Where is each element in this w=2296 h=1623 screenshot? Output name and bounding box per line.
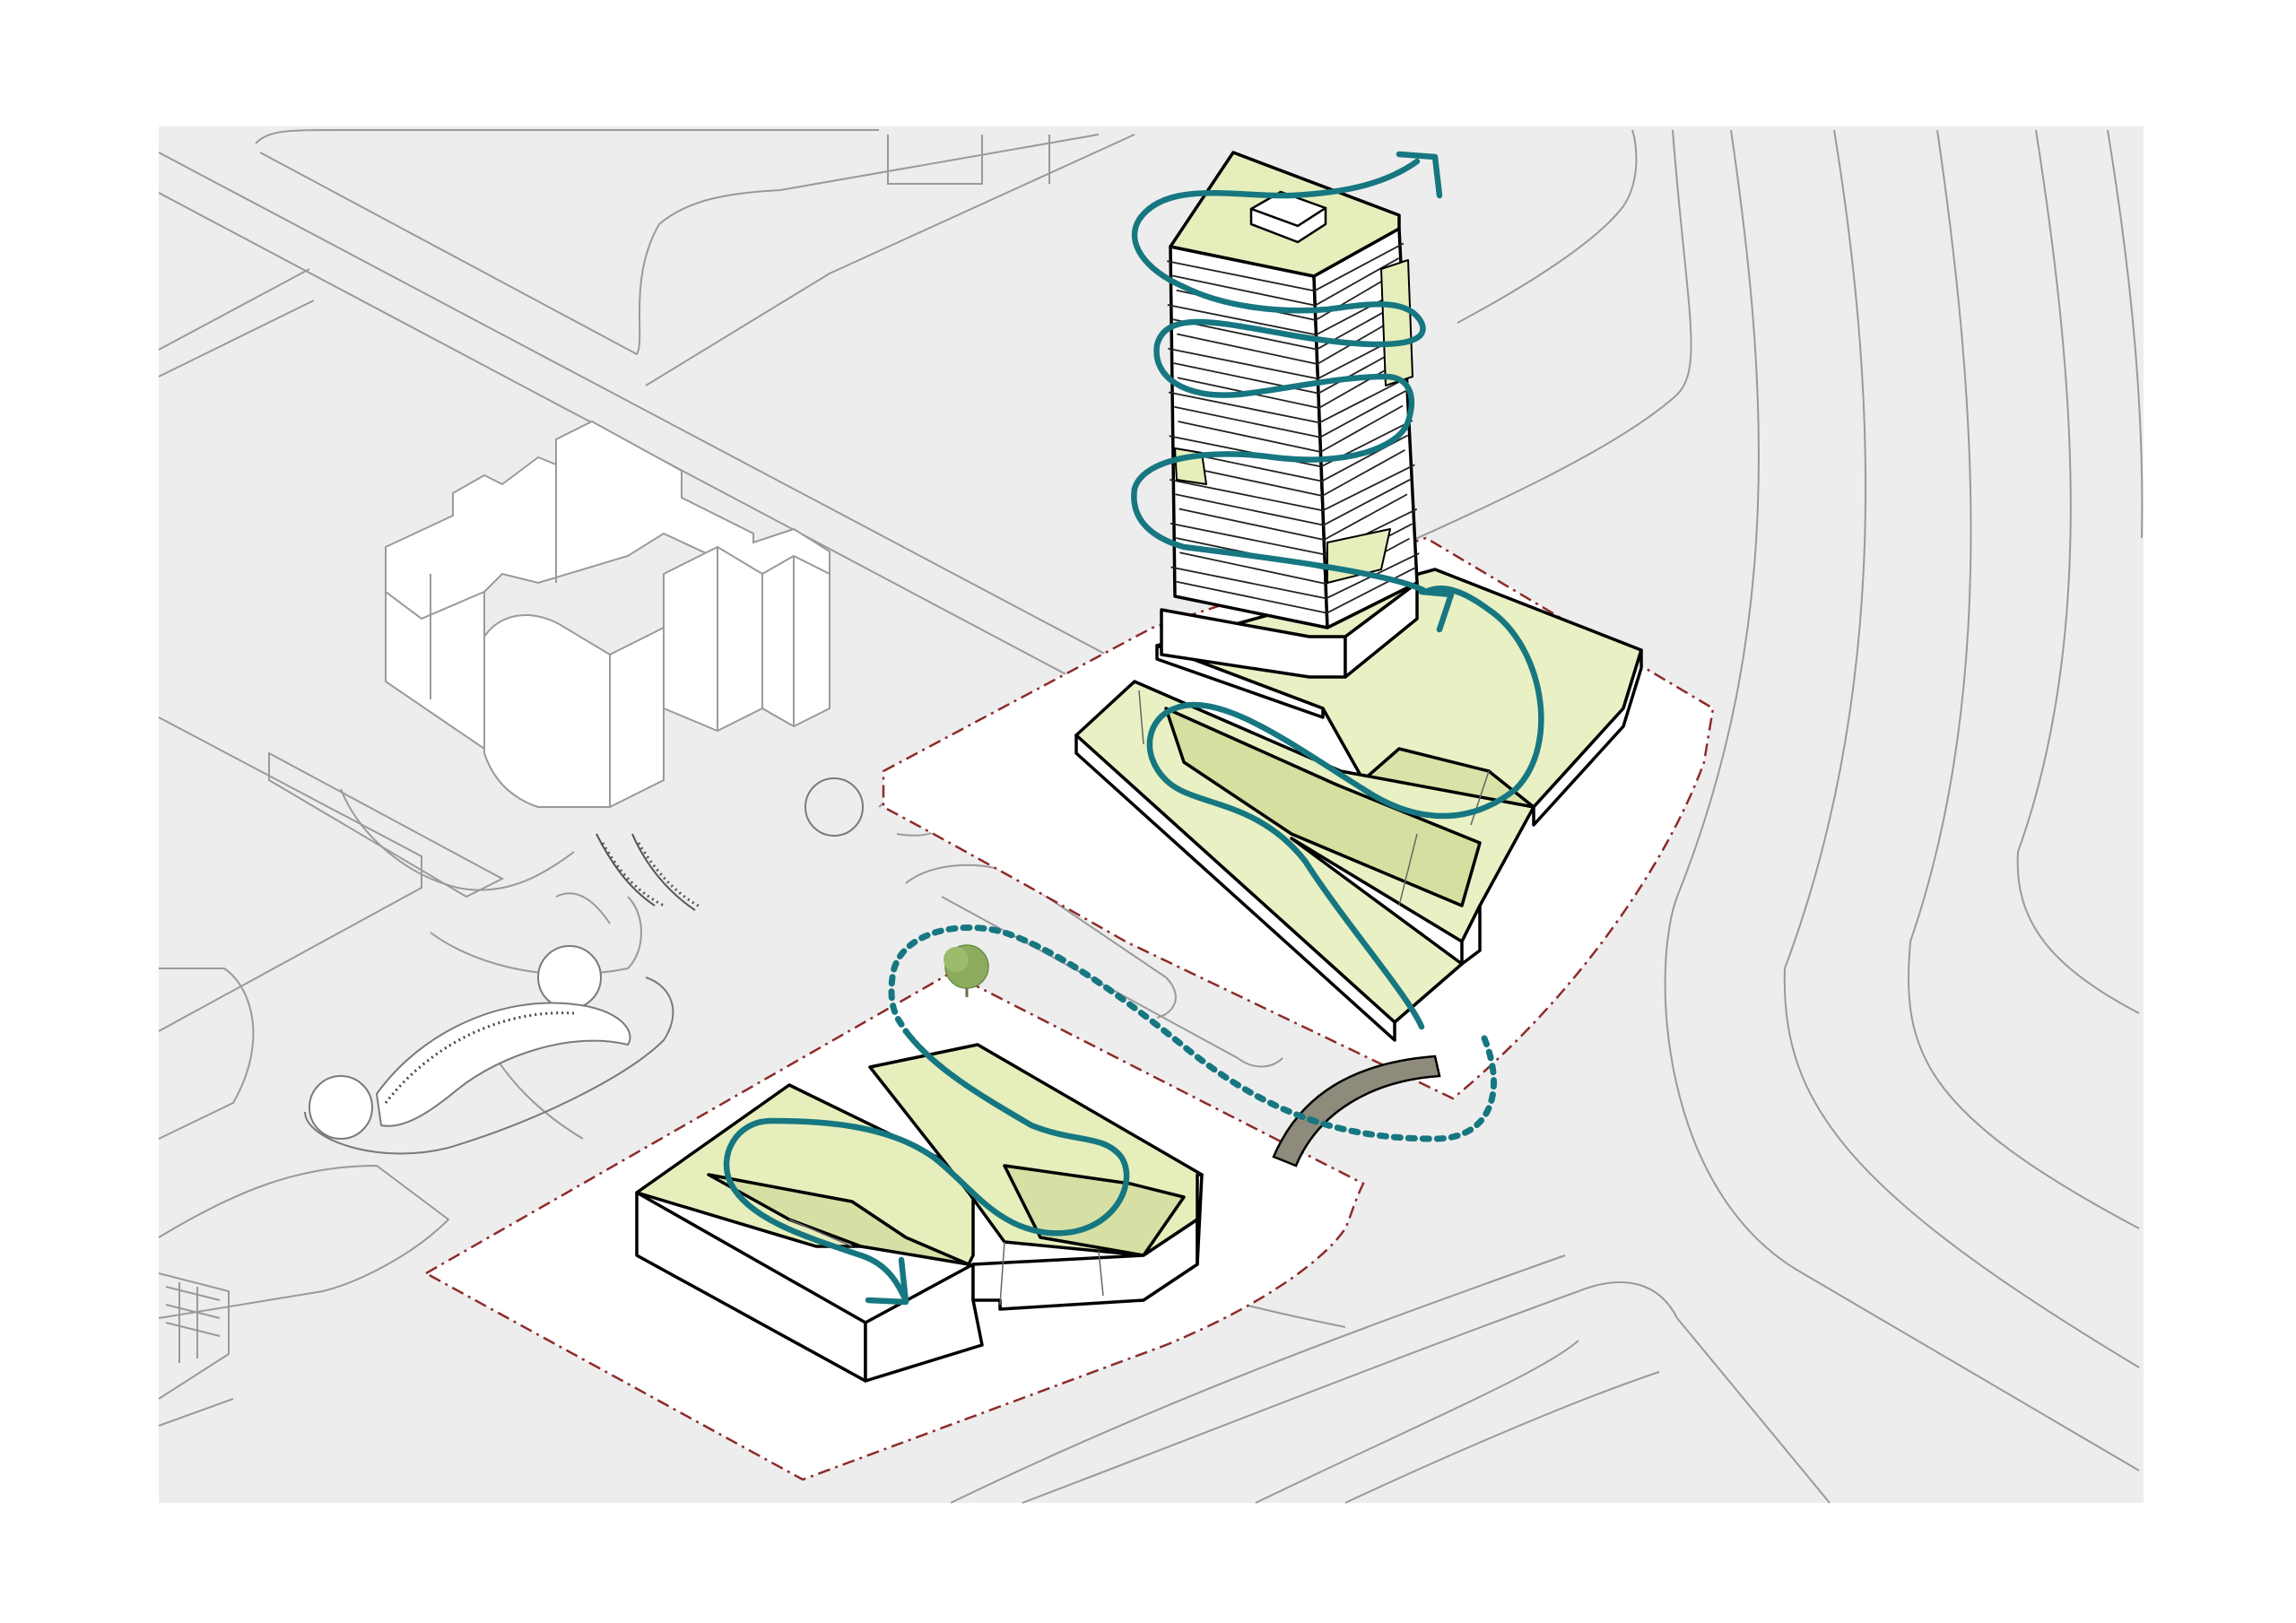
tower-floor-slab-line: [1174, 390, 1406, 438]
road-line: [1457, 129, 1638, 324]
plaza-feature: [304, 777, 864, 1155]
tower-floor-slab-line: [1172, 301, 1402, 351]
road-line: [950, 1254, 1566, 1504]
plaza-circle: [309, 1075, 373, 1140]
podium-arrowhead: [1418, 588, 1455, 633]
road-line: [158, 968, 255, 1140]
tower-floor-slab-line: [1167, 242, 1405, 292]
plaza-outline: [304, 976, 674, 1155]
road-line: [259, 134, 1100, 356]
road-line: [268, 751, 505, 898]
road-line: [1022, 1281, 1831, 1504]
podium-lower-face: [1074, 733, 1396, 1042]
road-line: [158, 268, 310, 351]
tower-floor-slab-line: [1175, 478, 1411, 526]
road-line: [645, 134, 1135, 386]
tower-floor-lines: [1167, 242, 1420, 614]
road-line: [1783, 129, 2140, 1368]
connection-loop: [888, 924, 1498, 1142]
existing-building-rotunda: [483, 614, 611, 808]
tower-floor-slab-line: [1172, 257, 1400, 307]
tower-floor-slab-line: [1177, 316, 1399, 365]
road-line: [1664, 129, 2140, 1471]
road-line: [2107, 129, 2144, 539]
rooftop-plant-box-sides: [1249, 206, 1327, 244]
tower-floor-slab-line: [1170, 464, 1415, 512]
road-line: [158, 1398, 234, 1427]
lower-block-front-notch: [864, 1263, 984, 1383]
stair-hatch: [637, 842, 702, 909]
road-network: [158, 129, 2144, 1504]
lower-block-flow: [723, 1028, 1130, 1304]
plaza-circle: [804, 777, 864, 837]
podium-upper-side: [1532, 648, 1643, 827]
podium-lower-roof-shade: [1164, 707, 1482, 907]
existing-building-bay: [761, 554, 831, 728]
road-line: [158, 152, 1158, 682]
podium-upper-face: [1155, 644, 1325, 719]
road-line: [2016, 129, 2140, 1014]
tower-base-side: [1344, 581, 1419, 679]
lower-block-front-right: [971, 1218, 1199, 1311]
road-line: [1344, 1371, 1660, 1504]
tower-floor-slab-line: [1170, 508, 1418, 556]
tower-roof-green-terrace: [1380, 259, 1413, 386]
podium-edge: [1138, 690, 1490, 907]
road-line: [340, 788, 575, 891]
tree: [944, 944, 989, 997]
tower-floor-slab-line: [1178, 404, 1404, 453]
stair-arc: [631, 833, 696, 911]
road-line: [941, 896, 1283, 1068]
podium-lower-face-end: [1460, 904, 1482, 966]
curved-walkway: [375, 1002, 631, 1127]
circulation-flows: [723, 151, 1544, 1306]
tower-floor-slab-line: [1168, 331, 1409, 380]
existing-building-front-left: [385, 547, 485, 751]
tower-spiral-arrowhead: [1396, 151, 1443, 199]
existing-building-tower-right: [663, 545, 763, 733]
tower-floor-slab-line: [1173, 345, 1405, 395]
lower-block-edge: [788, 1219, 1104, 1306]
tower-floor-slab-line: [1178, 449, 1405, 497]
tower-floor-slab-line: [1169, 420, 1413, 468]
road-line: [158, 299, 315, 378]
existing-building-wing: [609, 626, 665, 809]
road-line: [158, 1164, 450, 1319]
road-line: [555, 892, 611, 924]
road-line: [158, 1272, 230, 1400]
existing-building-roof: [385, 420, 831, 621]
tower-floor-slab-line: [1168, 375, 1411, 424]
stair-arc: [596, 833, 656, 907]
tree-canopy: [944, 947, 969, 972]
tower-spiral-flow: [1131, 158, 1544, 1030]
tower-floor-slab-line: [1170, 552, 1420, 600]
road-line: [158, 716, 422, 1032]
road-line: [165, 1282, 221, 1363]
curved-walkway-edge: [384, 1011, 575, 1104]
road-line: [1908, 129, 2140, 1229]
existing-building-edge: [430, 464, 795, 731]
road-line: [887, 135, 983, 185]
plaza-circle: [537, 945, 602, 1010]
tower: [1160, 151, 1420, 679]
tower-floor-slab-line: [1176, 567, 1415, 614]
plaza-stairs: [596, 833, 702, 911]
lower-block-side: [1196, 1173, 1204, 1266]
road-line: [1255, 1340, 1579, 1504]
tower-floor-slab-line: [1178, 493, 1408, 541]
existing-building: [385, 420, 831, 809]
road-line: [255, 129, 879, 144]
lower-block-arrowhead: [865, 1256, 909, 1306]
